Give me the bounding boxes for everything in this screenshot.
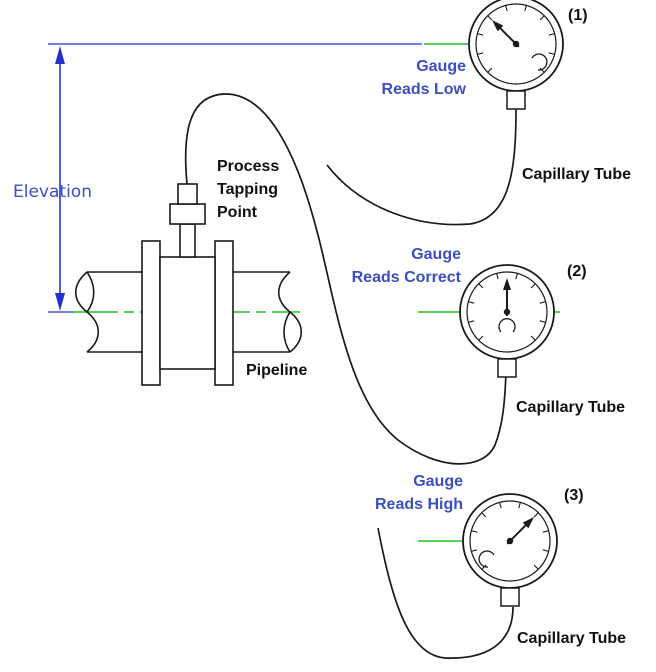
- gauge-2-tube-label: Capillary Tube: [516, 399, 626, 416]
- gauge-2-reading-line-1: Gauge: [411, 246, 461, 263]
- gauge-1: [468, 0, 564, 110]
- capillary-gauge-3: [377, 527, 514, 659]
- elevation-dimension: [48, 43, 422, 313]
- capillary-gauge-1: [326, 108, 517, 226]
- tapping-stem: [179, 223, 196, 258]
- gauge-3: [462, 493, 558, 607]
- gauge-1-number: (1): [568, 7, 588, 24]
- process-tapping-label-2: Tapping: [217, 181, 279, 198]
- elevation-arrowhead-down: [55, 293, 65, 311]
- gauge-1-tube-label: Capillary Tube: [522, 166, 632, 183]
- gauge-1-reading-line-2: Reads Low: [381, 81, 466, 98]
- tapping-nipple: [177, 183, 198, 205]
- gauge-2-reading-line-2: Reads Correct: [351, 269, 461, 286]
- right-flange: [214, 240, 234, 386]
- gauge-3-tube-label: Capillary Tube: [517, 630, 627, 647]
- pipeline: [74, 183, 303, 386]
- gauge-1-reading-line-1: Gauge: [416, 58, 466, 75]
- gauge-3-number: (3): [564, 487, 584, 504]
- gauge-3-reading-line-1: Gauge: [413, 473, 463, 490]
- elevation-label: Elevation: [13, 182, 92, 202]
- gauge-2: [459, 264, 555, 378]
- process-tapping-label-1: Process: [217, 158, 280, 175]
- pipeline-label: Pipeline: [246, 362, 308, 379]
- meter-body: [159, 256, 216, 370]
- process-tapping-label-3: Point: [217, 204, 257, 221]
- capillary-main: [184, 93, 507, 465]
- capillary-tubes: [184, 93, 517, 659]
- gauge-3-reading-line-2: Reads High: [374, 496, 463, 513]
- tapping-fitting: [169, 203, 206, 225]
- gauge-2-number: (2): [567, 263, 587, 280]
- elevation-arrowhead-up: [55, 46, 65, 64]
- left-flange: [141, 240, 161, 386]
